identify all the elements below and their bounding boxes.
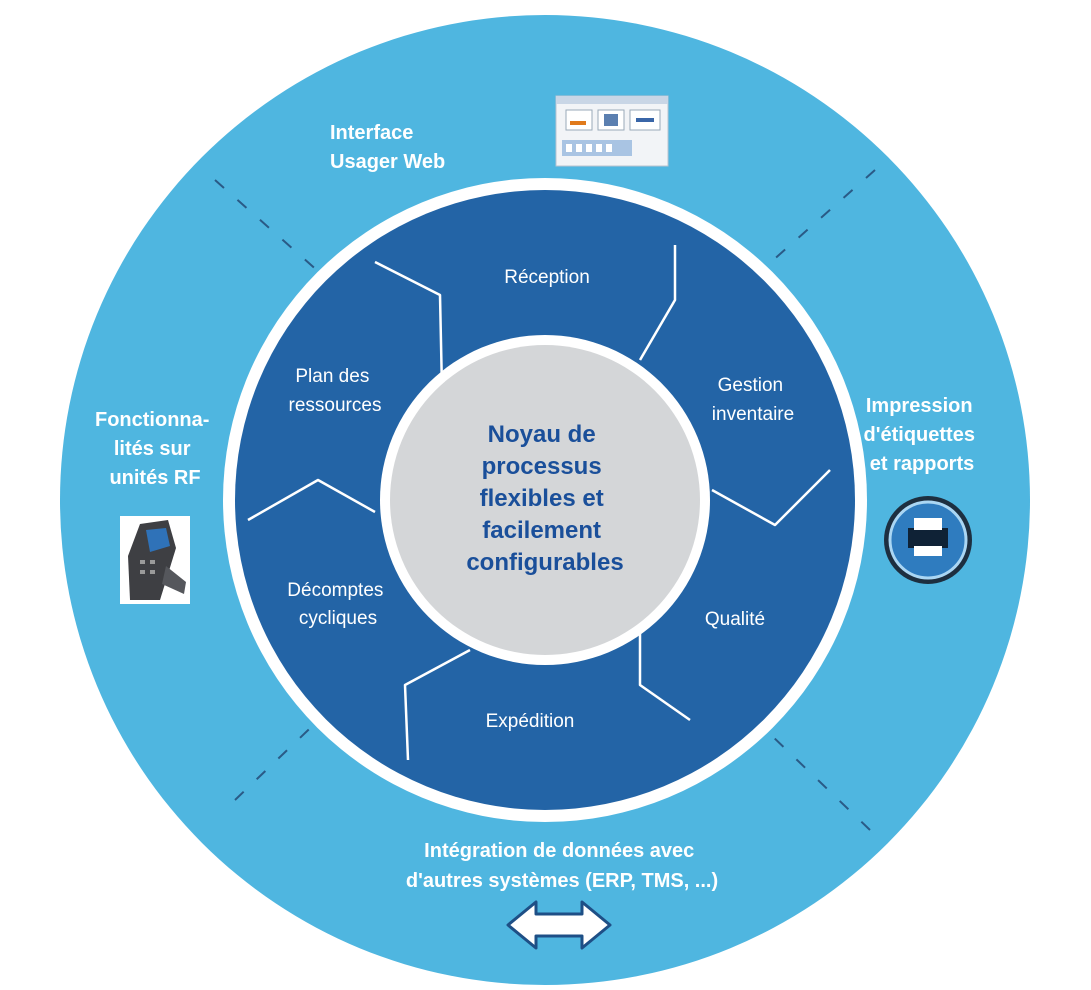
- segment-gestion-inventaire-label: Gestion inventaire: [712, 375, 794, 425]
- segment-line: ressources: [289, 395, 382, 416]
- core-line: facilement: [482, 517, 601, 544]
- outer-line: et rapports: [870, 453, 974, 475]
- outer-line: Impression: [866, 395, 973, 417]
- divider-reception-gestion: [638, 245, 677, 361]
- core-line: flexibles et: [480, 485, 604, 512]
- core-circle: [390, 345, 700, 655]
- outer-line: d'autres systèmes (ERP, TMS, ...): [406, 870, 718, 892]
- segment-qualite-label: Qualité: [705, 609, 765, 630]
- segment-line: Décomptes: [287, 580, 383, 601]
- divider-decomptes-plan: [247, 478, 376, 522]
- segment-line: Réception: [504, 267, 590, 288]
- outer-print-label: Impression d'étiquettes et rapports: [864, 395, 981, 475]
- divider-expedition-decomptes: [403, 648, 471, 761]
- outer-line: unités RF: [109, 467, 200, 489]
- outer-line: Fonctionna-: [95, 409, 209, 431]
- web-interface-screenshot-icon: [555, 95, 669, 167]
- segment-line: cycliques: [299, 608, 377, 629]
- segment-line: inventaire: [712, 404, 794, 425]
- segment-reception-label: Réception: [504, 267, 590, 288]
- segment-line: Gestion: [718, 375, 783, 396]
- bidirectional-arrow-icon: [506, 900, 612, 950]
- outer-rf-label: Fonctionna- lités sur unités RF: [95, 409, 215, 489]
- segment-decomptes-cycliques-label: Décomptes cycliques: [287, 580, 388, 629]
- outer-line: Intégration de données avec: [424, 840, 694, 862]
- segment-dividers: [247, 245, 831, 761]
- core-line: configurables: [466, 549, 623, 576]
- divider-qualite-expedition: [638, 625, 691, 722]
- outer-line: Interface: [330, 122, 413, 144]
- segment-expedition-label: Expédition: [486, 711, 575, 732]
- outer-line: d'étiquettes: [864, 424, 975, 446]
- core-line: Noyau de: [488, 421, 596, 448]
- divider-plan-reception: [374, 260, 444, 391]
- outer-line: lités sur: [114, 438, 191, 460]
- printer-icon: [884, 496, 972, 584]
- handheld-rf-scanner-icon: [120, 516, 190, 604]
- segment-line: Plan des: [295, 366, 369, 387]
- outer-web-label: Interface Usager Web: [330, 122, 445, 173]
- divider-gestion-qualite: [711, 469, 831, 527]
- core-line: processus: [482, 453, 602, 480]
- segment-line: Expédition: [486, 711, 575, 732]
- outer-integration-label: Intégration de données avec d'autres sys…: [406, 840, 718, 892]
- segment-plan-ressources-label: Plan des ressources: [289, 366, 382, 416]
- core-label: Noyau de processus flexibles et facileme…: [466, 421, 623, 576]
- outer-line: Usager Web: [330, 151, 445, 173]
- segment-line: Qualité: [705, 609, 765, 630]
